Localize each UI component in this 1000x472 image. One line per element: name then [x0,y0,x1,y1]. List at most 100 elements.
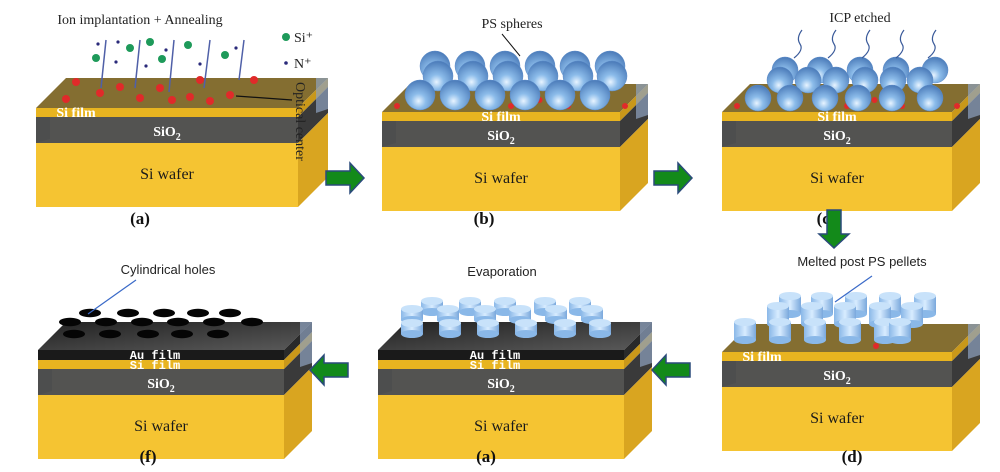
ps-pellet-top [421,297,443,305]
ps-pellet-top [545,305,567,313]
optical-center-dot [873,343,879,349]
panel-title: Evaporation [467,264,536,279]
ps-pellet-top [494,297,516,305]
plasma-etch-wave-icon [895,29,905,59]
arrow-shape [650,353,691,387]
ps-sphere [439,79,471,111]
optical-center-dot [196,76,204,84]
si-wafer-side [952,119,980,211]
glass-edge-right [968,324,980,359]
optical-center-dot [116,83,124,91]
legend-si-ion-icon [282,33,290,41]
ps-pellet-top [401,319,423,327]
ps-pellet-base [589,330,611,338]
si-wafer-layer [722,147,952,211]
glass-edge-right [316,78,328,113]
si-wafer-label: Si wafer [474,170,528,187]
ps-pellet-top [474,305,496,313]
panel-title: ICP etched [829,11,890,26]
au-film-layer [38,350,284,360]
si-wafer-layer [38,395,284,459]
ps-pellet-base [734,336,756,344]
sio2-text: SiO [147,377,170,392]
ps-pellet-top [581,305,603,313]
ps-pellet-body [734,322,756,340]
si-wafer-side [284,367,312,459]
ps-sphere [794,66,822,94]
sio2-text: SiO [823,129,846,144]
ps-pellet-top [839,318,861,326]
ps-sphere [744,84,772,112]
ps-pellet-top [769,318,791,326]
ps-pellet-base [477,330,499,338]
si-ion-dot [126,44,134,52]
sio2-layer [38,369,284,395]
arrow-shape [308,353,349,387]
sio2-text: SiO [823,369,846,384]
ps-pellet-body [554,323,576,334]
si-film-label: Si film [130,359,180,373]
si-ion-dot [146,38,154,46]
sio2-text: SiO [487,377,510,392]
si-wafer-side [952,359,980,451]
sio2-subscript: 2 [170,384,175,395]
ps-pellet-top [869,302,891,310]
arrow-d-to-e [650,353,691,387]
ps-pellet-top [879,292,901,300]
n-ion-dot [164,48,168,52]
optical-center-dot [206,97,214,105]
ps-pellet-base [769,336,791,344]
au-film-layer [378,350,624,360]
ps-pellet-top [914,292,936,300]
ps-sphere [404,79,436,111]
cylindrical-hole [117,308,139,318]
optical-center-pointer [235,95,293,101]
cylindrical-hole [137,329,159,339]
ps-pellet-body [421,301,443,312]
ps-pellet-base [889,336,911,344]
sio2-subscript: 2 [510,136,515,147]
ion-beam-line [100,39,107,89]
si-ion-dot [221,51,229,59]
ps-pellet-body [569,301,591,312]
ps-pellet-top [801,302,823,310]
sio2-text: SiO [487,129,510,144]
ps-pellet-top [804,318,826,326]
sio2-layer [722,121,952,147]
sio2-layer [378,369,624,395]
ps-pellet-top [901,302,923,310]
ion-beam-line [134,39,141,89]
legend-n-ion-label: N⁺ [294,57,312,72]
ps-pellet-top [589,319,611,327]
si-wafer-label: Si wafer [474,418,528,435]
top-surface [36,78,328,108]
n-ion-dot [144,64,148,68]
optical-center-dot [954,103,960,109]
ps-pellet-top [509,305,531,313]
si-wafer-label: Si wafer [810,410,864,427]
ps-pellet-top [515,319,537,327]
n-ion-dot [234,46,238,50]
si-wafer-side [298,113,328,207]
legend-si-ion-label: Si⁺ [294,31,313,46]
plasma-etch-wave-icon [793,29,803,59]
si-film-layer [36,108,298,117]
ps-sphere [509,79,541,111]
ps-pellet-top [477,319,499,327]
sio2-label: SiO2 [823,129,851,147]
glass-edge-right [300,322,312,367]
ps-pellet-body [401,309,423,320]
ps-pellet-body [839,322,861,340]
si-wafer-label: Si wafer [140,166,194,183]
optical-center-dot [226,91,234,99]
panel-label: (f) [140,447,157,466]
ps-pellet-body [509,309,531,320]
ps-pellet-body [439,323,461,334]
si-film-layer [722,112,952,121]
sio2-label: SiO2 [153,125,181,143]
si-wafer-layer [382,147,620,211]
si-wafer-side [620,119,648,211]
arrow-shape [817,209,851,250]
